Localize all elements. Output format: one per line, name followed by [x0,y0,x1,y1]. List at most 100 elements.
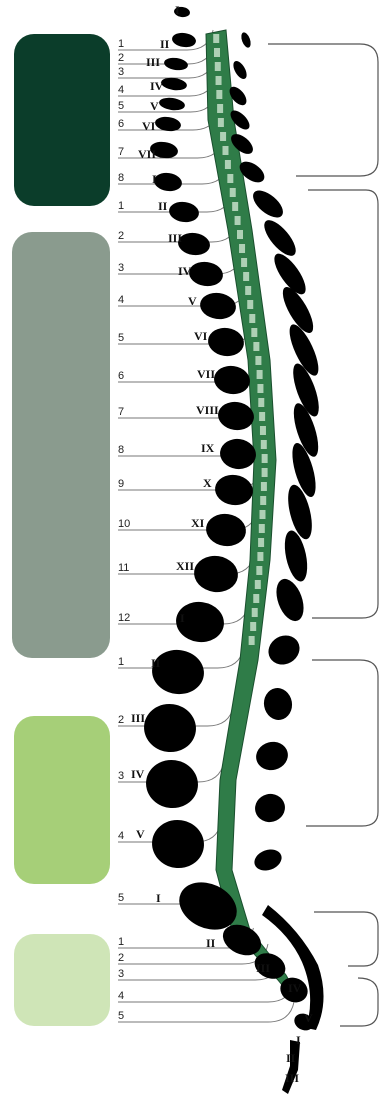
cord-segment [255,580,261,589]
vertebra-label: XI [191,516,205,530]
nerve-label-c7: 7 [118,146,124,158]
cord-segment [222,146,228,155]
nerve-label-c2: 2 [118,52,124,64]
nerve-label-t6: 6 [118,370,124,382]
cord-segment [250,622,256,631]
vertebra-label: VII [197,367,215,381]
vertebra-label: XII [176,559,194,573]
cord-segment [218,118,224,127]
cord-segment [249,314,255,323]
vertebral-body [143,757,201,812]
spinous-process [263,630,305,670]
nerve-line-s5 [118,1002,294,1022]
vertebral-body [187,260,224,288]
vertebral-body [212,364,252,397]
cord-segment [235,216,241,225]
cord-segment [249,636,255,645]
cord-segment [259,412,265,421]
nerve-label-t7: 7 [118,406,124,418]
cord-segment [259,524,265,533]
vertebra-label: III [146,55,160,69]
spinous-process [261,686,294,722]
cord-segment [258,398,264,407]
nerve-label-t8: 8 [118,444,124,456]
cord-segment [243,272,249,281]
cord-segment [260,426,266,435]
spinous-process [240,31,253,49]
cord-segment [230,188,236,197]
vertebral-body [149,817,207,872]
vertebral-body [158,96,185,112]
nerve-label-l1: 1 [118,656,124,668]
cord-segment [252,608,258,617]
vertebra-label: V [150,99,159,113]
vertebral-body [206,326,246,359]
cord-segment [217,104,223,113]
vertebra-label: II [158,199,168,213]
nerve-label-s1: 1 [118,936,124,948]
cord-segment [220,132,226,141]
vertebra-label: V [304,1011,313,1025]
vertebral-body [141,701,199,756]
vertebra-label: V [188,294,197,308]
vertebra-label: I [152,172,157,186]
nerve-label-s3: 3 [118,968,124,980]
cord-segment [257,552,263,561]
spinous-process [248,186,287,223]
cord-segment [232,202,238,211]
vertebral-body [198,291,237,322]
vertebra-label: VII [138,147,156,161]
vertebra-label: VI [194,329,208,343]
cord-segment [237,230,243,239]
nerve-label-t3: 3 [118,262,124,274]
vertebra-label: III [131,711,145,725]
cord-segment [216,76,222,85]
cord-segment [260,510,266,519]
cord-segment [241,258,247,267]
nerve-line-s4 [118,982,294,1002]
lumbar-bracket [306,660,378,826]
vertebral-body [216,400,256,433]
vertebra-label: IV [178,264,192,278]
cord-segment [239,244,245,253]
vertebra-label: V [136,827,145,841]
nerve-label-c5: 5 [118,100,124,112]
vertebral-body [163,56,188,71]
cord-segment [214,48,220,57]
vertebra-label: III [256,961,270,975]
nerve-label-c3: 3 [118,66,124,78]
nerve-label-t11: 11 [118,562,129,574]
coccyx-shape [282,1040,300,1094]
vertebral-body [218,437,258,472]
vertebra-label: I [180,611,185,625]
vertebra-label: I [296,1033,301,1047]
vertebra-label: I [156,891,161,905]
cord-segment [257,384,263,393]
nerve-label-l4: 4 [118,830,124,842]
vertebral-body [153,171,183,193]
spinous-process [253,738,291,773]
sacral-region-block [14,934,110,1026]
nerve-label-l2: 2 [118,714,124,726]
spinous-process [271,575,309,625]
vertebra-label: II [286,1051,296,1065]
nerve-label-s4: 4 [118,990,124,1002]
cervical-bracket [268,44,378,176]
thoracic-region-block [12,232,110,658]
cord-segment [215,62,221,71]
nerve-label-c4: 4 [118,84,124,96]
cord-segment [253,342,259,351]
cord-segment [225,160,231,169]
vertebra-label: II [160,37,170,51]
cervical-region-block [14,34,110,206]
cord-segment [255,356,261,365]
vertebra-label: III [285,1071,299,1085]
vertebral-body [213,473,255,508]
nerve-label-s5: 5 [118,1010,124,1022]
cord-segment [256,566,262,575]
cord-segment [216,90,222,99]
vertebra-label: IV [288,981,302,995]
vertebral-body [149,647,207,698]
vertebral-body [192,553,241,595]
